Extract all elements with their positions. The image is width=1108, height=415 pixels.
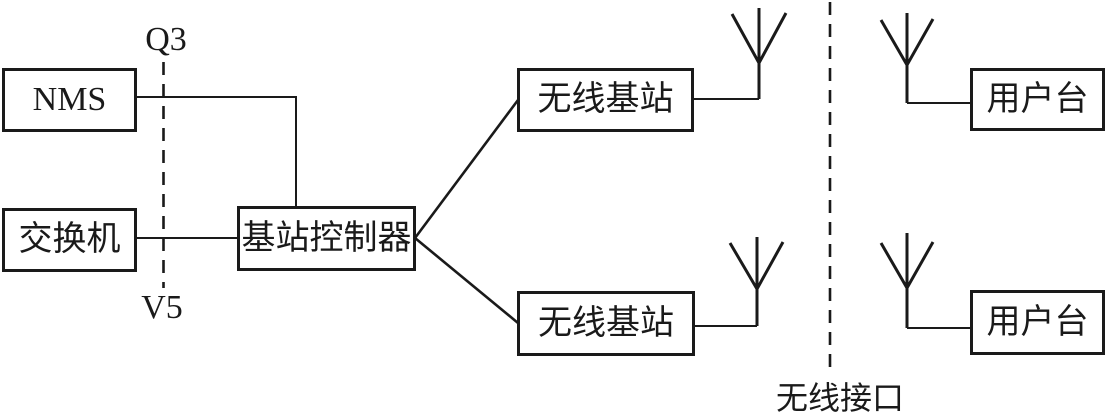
antenna-icon — [730, 8, 788, 99]
bsc-to-base-station-top-line — [413, 99, 520, 239]
node-user-station-bottom: 用户台 — [970, 290, 1105, 355]
nms-to-bsc-line — [137, 96, 297, 207]
antenna-icon — [728, 237, 785, 326]
node-switch: 交换机 — [2, 208, 137, 272]
v5-interface-label: V5 — [141, 289, 183, 326]
q3-interface-label: Q3 — [145, 21, 187, 58]
node-user-station-top: 用户台 — [970, 68, 1105, 131]
bsc-to-base-station-bottom-line — [414, 236, 519, 325]
node-wireless-base-station-bottom: 无线基站 — [517, 291, 695, 356]
air-interface-label: 无线接口 — [775, 380, 904, 415]
antenna-icon — [879, 233, 935, 328]
node-base-station-controller: 基站控制器 — [237, 206, 416, 271]
antenna-icon — [879, 13, 935, 103]
node-nms: NMS — [2, 68, 137, 132]
node-wireless-base-station-top: 无线基站 — [517, 68, 694, 132]
